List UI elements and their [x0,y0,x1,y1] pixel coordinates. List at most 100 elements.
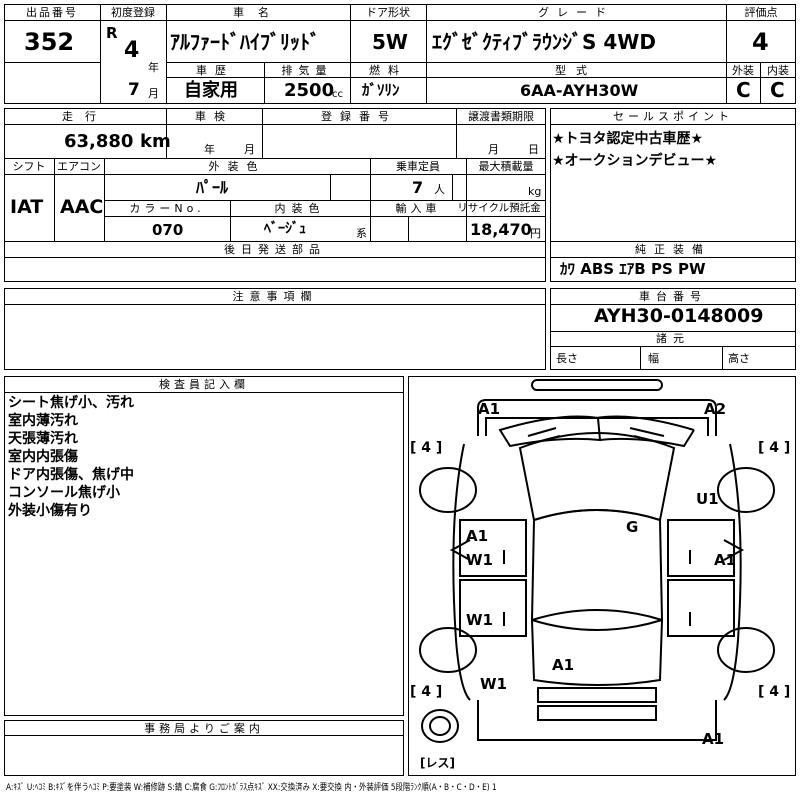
damage-mark-left-rear: W1 [480,675,507,693]
divider [466,158,467,241]
transfer-deadline-header: 譲渡書類期限 [468,110,534,123]
damage-diagram [408,376,796,776]
divider [330,174,331,200]
mileage-header: 走行 [62,110,108,123]
car-name: ｱﾙﾌｧｰﾄﾞﾊｲﾌﾞﾘｯﾄﾞ [170,30,320,54]
reg-number-header: 登録番号 [321,110,397,123]
first-reg-header: 初度登録 [111,6,155,19]
inspector-line: 室内内張傷 [8,449,78,465]
equipment-value: ｶﾜ ABS ｴｱB PS PW [560,260,706,278]
inspector-line: 外装小傷有り [8,503,92,519]
tire-rear-left: [ 4 ] [410,684,443,700]
divider [4,124,546,125]
recycle-unit: 円 [530,227,541,240]
divider [726,77,796,78]
divider [166,77,726,78]
inspector-line: 室内薄汚れ [8,413,78,429]
damage-mark-right-front-door: A1 [714,551,737,569]
notes-block [4,288,546,370]
divider [4,174,546,175]
sales-point-1: ★トヨタ認定中古車歴★ [552,131,704,147]
notes-header: 注意事項欄 [232,290,318,303]
office-header: 事務局よりご案内 [144,722,264,735]
grade-header: グレード [538,6,614,19]
aircon-header: エアコン [57,160,101,173]
doors-value: 5W [372,30,408,54]
lot-header: 出品番号 [26,6,78,19]
divider [550,346,796,347]
divider [4,257,546,258]
divider [550,331,796,332]
divider [4,62,100,63]
damage-mark-rear-bumper: A1 [702,730,725,748]
office-block [4,720,404,776]
details-block [4,108,546,282]
damage-mark-left-front-door: W1 [466,551,493,569]
transfer-day-unit: 日 [528,143,539,156]
max-load-header: 最大積載量 [478,160,534,173]
divider [456,108,457,158]
model-header: 型式 [555,64,597,77]
inspector-block [4,376,404,716]
chassis-value: AYH30-0148009 [594,305,764,327]
damage-mark-front-left: A1 [478,400,501,418]
shift-value: IAT [10,196,44,218]
ext-score-header: 外装 [732,64,754,77]
fuel-header: 燃料 [369,64,407,77]
sales-points-header: セールスポイント [613,110,733,123]
divider [550,257,796,258]
int-score-value: C [770,78,785,102]
inspection-month-unit: 月 [244,143,255,156]
history-header: 車歴 [196,64,234,77]
divider [4,392,404,393]
damage-mark-right-fender: U1 [696,490,719,508]
inspector-header: 検査員記入欄 [159,378,249,391]
divider [4,735,404,736]
divider [760,62,761,104]
inspection-year-unit: 年 [204,143,215,156]
aircon-value: AAC [60,196,104,218]
divider [104,158,105,241]
damage-mark-front-right: A2 [704,400,727,418]
divider [100,20,166,21]
divider [230,200,231,241]
capacity-value: 7 [412,178,424,197]
score-header: 評価点 [744,6,778,19]
divider [426,4,427,104]
int-color-header: 内装色 [274,202,326,215]
recycle-header: リサイクル預託金 [457,202,541,214]
first-reg-month-unit: 月 [148,87,159,100]
displacement-header: 排気量 [281,64,333,77]
int-color-suffix: 系 [356,227,367,240]
divider [550,304,796,305]
divider [726,62,796,63]
sales-point-2: ★オークションデビュー★ [552,153,718,169]
first-reg-year-unit: 年 [148,61,159,74]
chassis-block [550,288,796,370]
inspection-header: 車検 [195,110,233,123]
divider [640,346,641,370]
mileage-unit: km [140,131,171,152]
divider [722,346,723,370]
divider [100,4,101,104]
divider [262,108,263,158]
first-reg-era: R [106,24,118,42]
int-score-header: 内装 [767,64,789,77]
spec-height: 高さ [728,352,750,365]
chassis-header: 車台番号 [639,290,707,303]
first-reg-year: 4 [124,38,140,63]
model-value: 6AA-AYH30W [520,81,639,100]
divider [408,216,409,241]
import-header: 輸入車 [395,202,441,215]
divider [4,304,546,305]
divider [726,4,727,104]
max-load-unit: kg [528,185,542,198]
divider [104,200,546,201]
color-no-value: 070 [152,221,184,239]
divider [452,174,453,200]
divider [550,241,796,242]
tire-front-right: [ 4 ] [758,440,791,456]
first-reg-month: 7 [128,80,140,100]
divider [166,20,796,21]
spec-width: 幅 [648,352,659,365]
